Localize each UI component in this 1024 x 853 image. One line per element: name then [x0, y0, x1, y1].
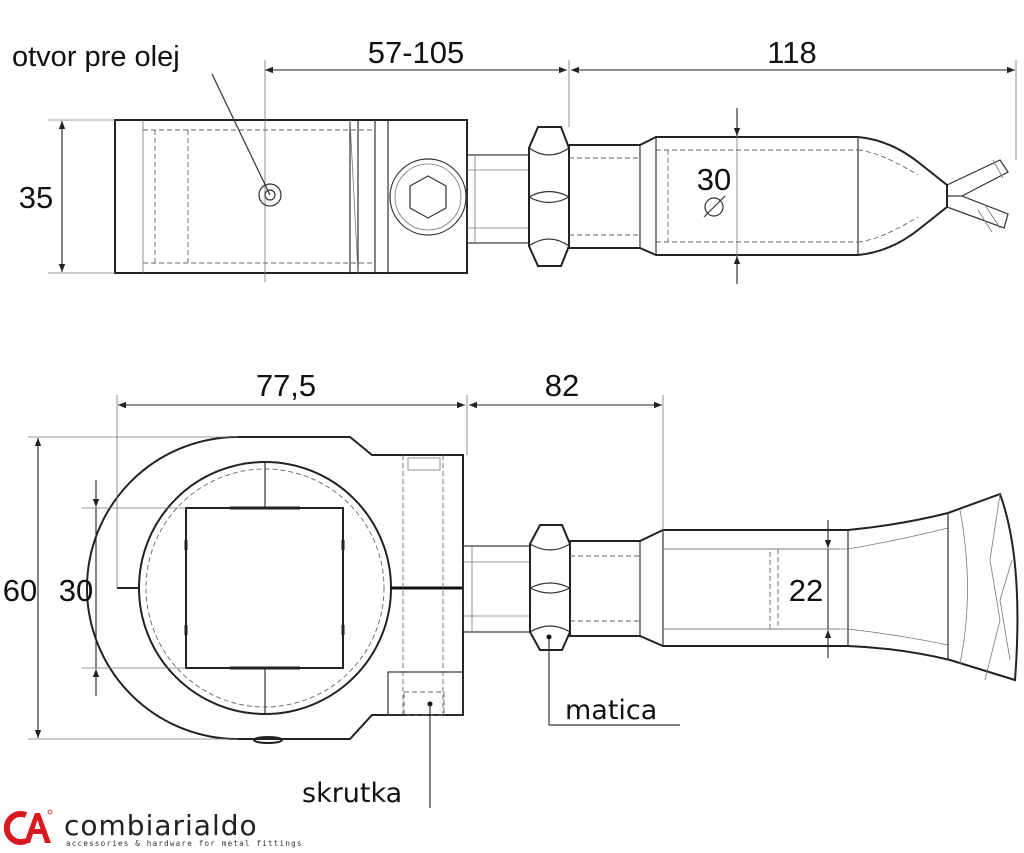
brand-logo: combiarialdo accessories & hardware for … [0, 805, 320, 853]
top-dimensions [48, 60, 1017, 284]
brand-tagline: accessories & hardware for metal fitting… [66, 839, 303, 848]
brand-name: combiarialdo [64, 809, 258, 842]
dim-top-handle-length: 118 [767, 35, 816, 70]
dim-top-handle-diameter: 30 [697, 162, 731, 197]
dim-bottom-handle-length: 82 [545, 368, 579, 403]
bottom-shaft [462, 545, 531, 633]
dim-outer-height: 60 [3, 573, 37, 608]
ca-logo-mark [4, 809, 53, 845]
bottom-nut [529, 524, 680, 726]
nut-label: matica [565, 695, 657, 726]
dim-square: 30 [59, 573, 93, 608]
oil-hole-label: otvor pre olej [12, 41, 180, 73]
bottom-view: 77,5 82 60 30 22 matica skrutka [3, 368, 1019, 809]
top-body [114, 112, 468, 282]
dim-body-length: 77,5 [256, 368, 316, 403]
bottom-dimensions [28, 395, 840, 740]
dim-bottom-handle-diameter: 22 [789, 573, 823, 608]
dim-total-width: 57-105 [368, 35, 465, 70]
oil-hole [211, 73, 282, 207]
hex-socket [389, 158, 467, 236]
clamp-body [86, 436, 464, 808]
dim-top-height: 35 [19, 180, 53, 215]
screw-label: skrutka [302, 778, 402, 809]
top-handle [568, 136, 1009, 256]
top-nut [528, 126, 570, 267]
top-shaft [466, 154, 530, 244]
top-view: otvor pre olej 57-105 118 35 30 [12, 35, 1017, 284]
